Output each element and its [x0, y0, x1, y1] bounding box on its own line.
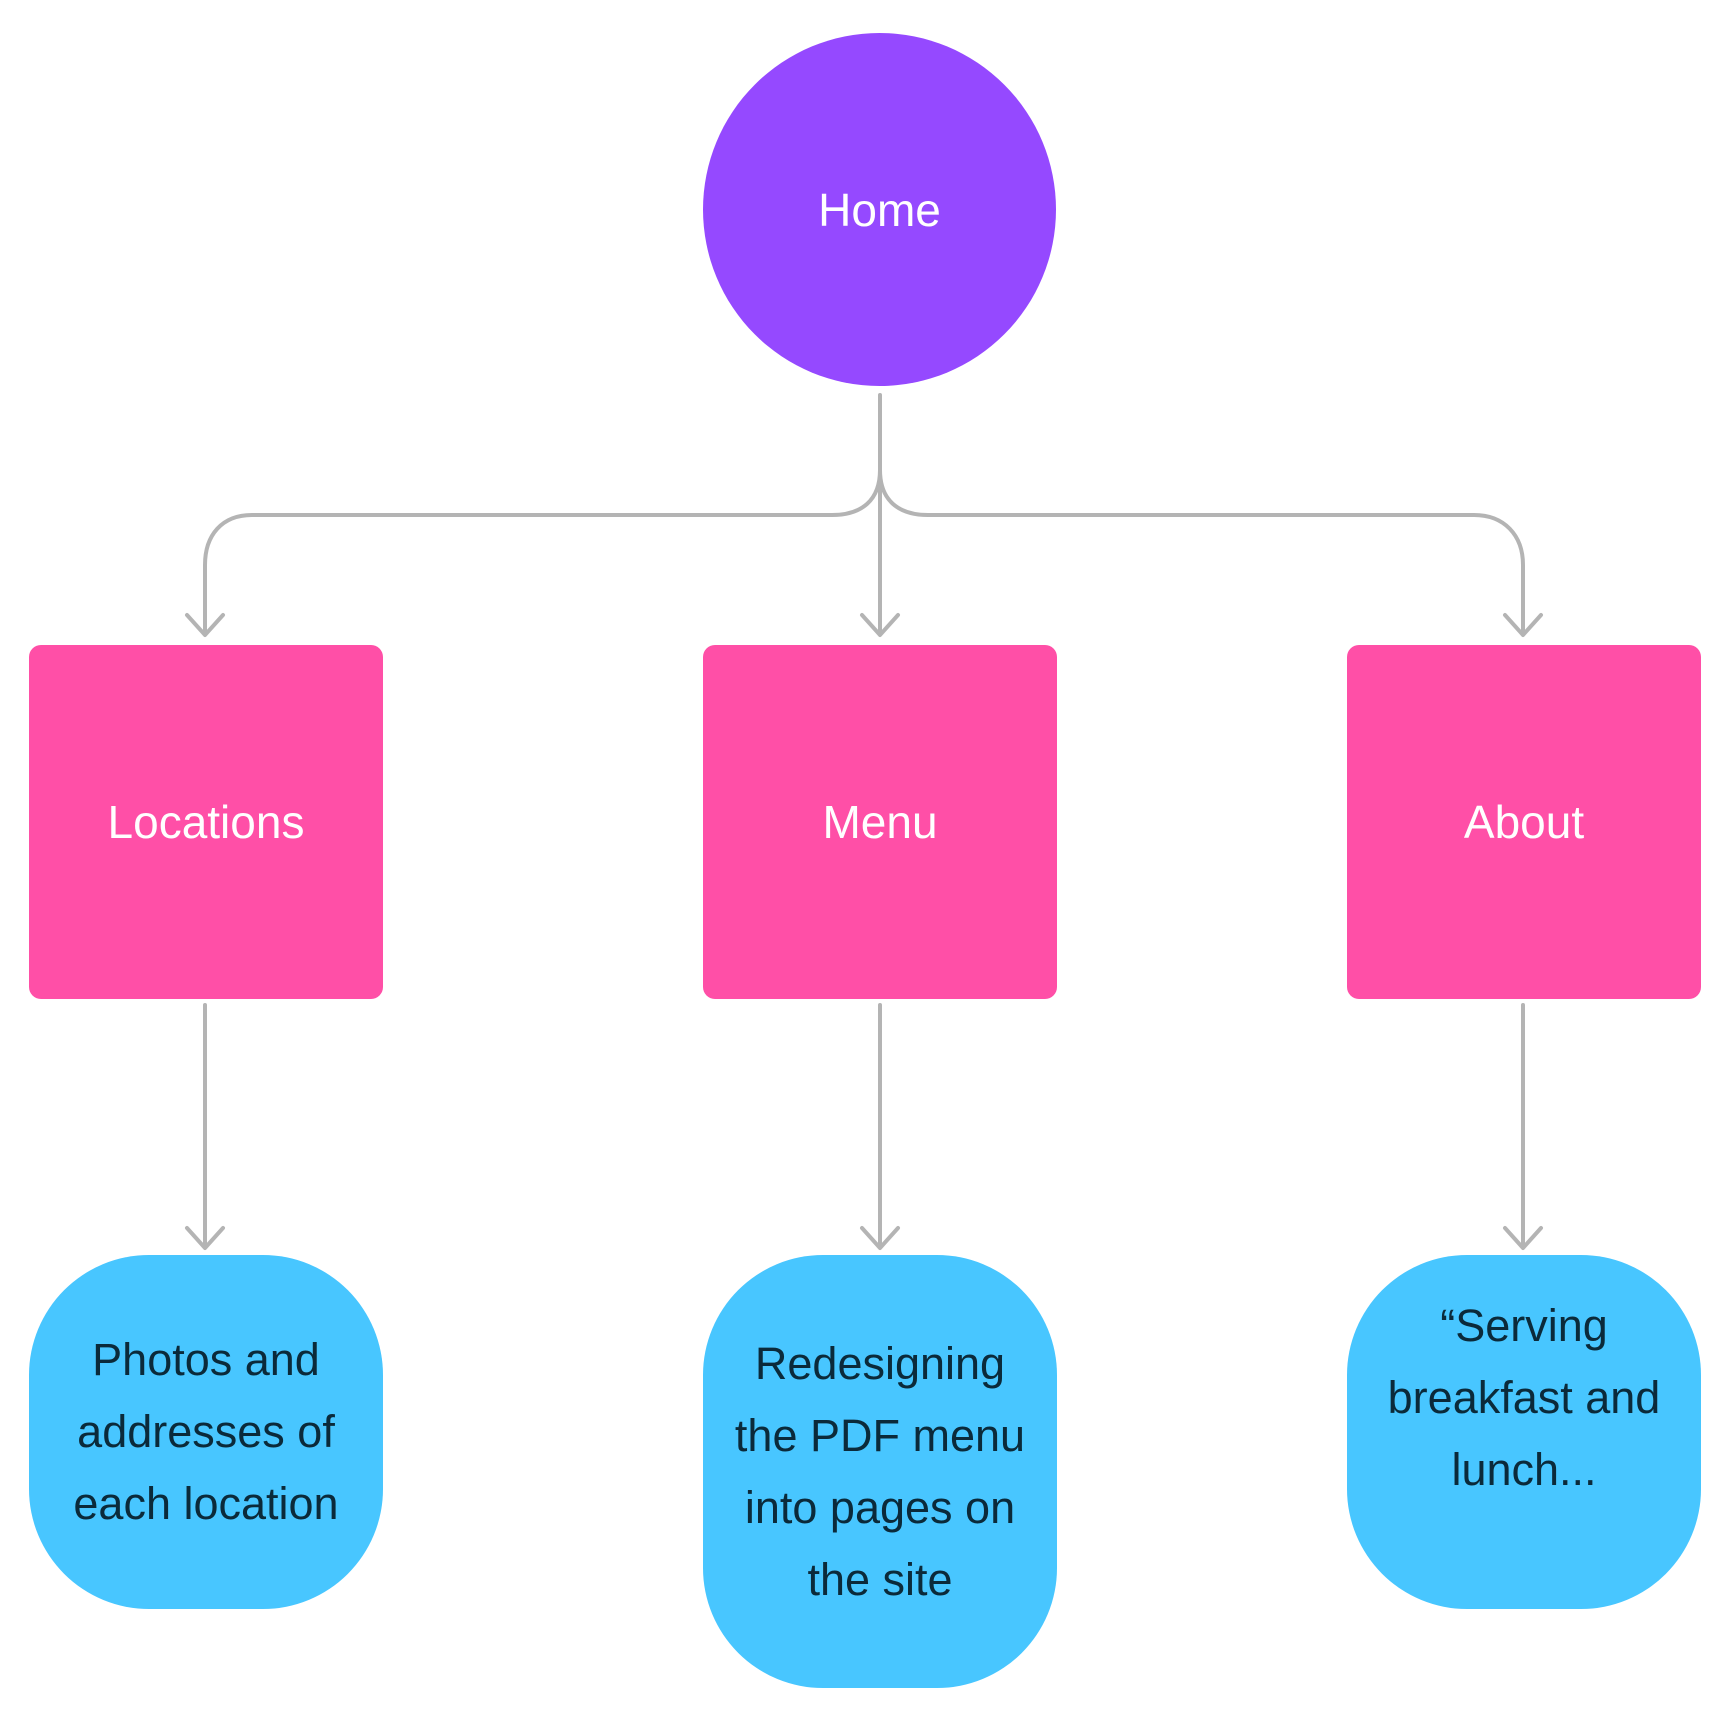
arrowhead-locations-note [185, 1226, 225, 1250]
arrowhead-locations [185, 613, 225, 637]
locations-note: Photos and addresses of each location [29, 1255, 383, 1609]
locations-label: Locations [107, 796, 305, 848]
home-label: Home [818, 183, 941, 236]
home-node: Home [703, 33, 1056, 386]
about-node: About [1347, 645, 1701, 999]
menu-note-text: Redesigning the PDF menu into pages on t… [734, 1337, 1026, 1605]
arrowhead-menu [860, 613, 900, 637]
about-note: “Serving breakfast and lunch... [1347, 1255, 1701, 1609]
connector-home-locations [203, 468, 882, 632]
locations-node: Locations [29, 645, 383, 999]
menu-label: Menu [822, 796, 938, 848]
arrowhead-about-note [1503, 1226, 1543, 1250]
about-label: About [1463, 796, 1585, 848]
menu-node: Menu [703, 645, 1057, 999]
locations-note-text: Photos and addresses of each location [73, 1334, 339, 1529]
about-note-text: “Serving breakfast and lunch... [1387, 1300, 1661, 1495]
arrowhead-menu-note [860, 1226, 900, 1250]
menu-note: Redesigning the PDF menu into pages on t… [703, 1255, 1057, 1688]
arrowhead-about [1503, 613, 1543, 637]
connector-home-about [878, 468, 1525, 632]
